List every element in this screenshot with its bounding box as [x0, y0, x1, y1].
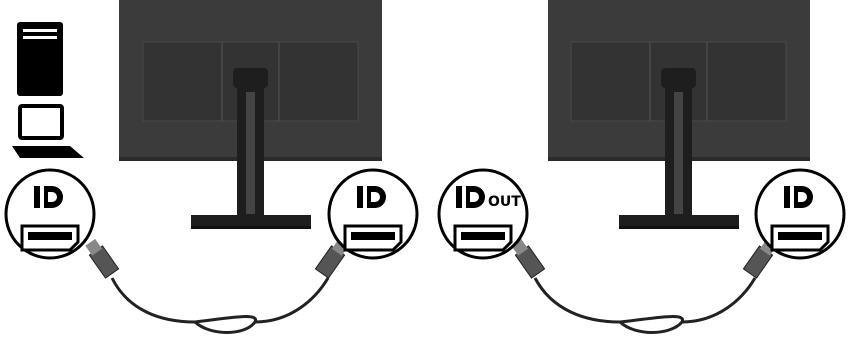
- monitor-2: [548, 0, 810, 229]
- cable-1-plug-left: [85, 238, 120, 279]
- displayport-icon: [784, 186, 813, 208]
- displayport-cable-2: [511, 238, 777, 334]
- callout-dp-in-monitor-2: [754, 168, 846, 260]
- dp-out-label: OUT: [488, 194, 521, 210]
- displayport-cable-1: [85, 238, 349, 334]
- displayport-port: [770, 224, 830, 252]
- displayport-port: [343, 224, 403, 252]
- displayport-icon: [357, 186, 386, 208]
- monitor-1-stand-base: [191, 215, 311, 228]
- displayport-port: [453, 224, 513, 252]
- displayport-out-icon: OUT: [456, 186, 521, 210]
- callout-dp-in-monitor-1: [327, 168, 419, 260]
- monitor-1: [119, 0, 382, 229]
- displayport-icon: [34, 186, 63, 208]
- laptop-icon: [12, 104, 84, 158]
- displayport-port: [20, 224, 80, 252]
- callout-dp-out-monitor-1: OUT: [437, 168, 529, 260]
- monitor-2-stand-base: [619, 215, 739, 228]
- cable-2-plug-left: [511, 238, 546, 279]
- desktop-tower-icon: [17, 22, 63, 96]
- callout-dp-in-source: [4, 168, 96, 260]
